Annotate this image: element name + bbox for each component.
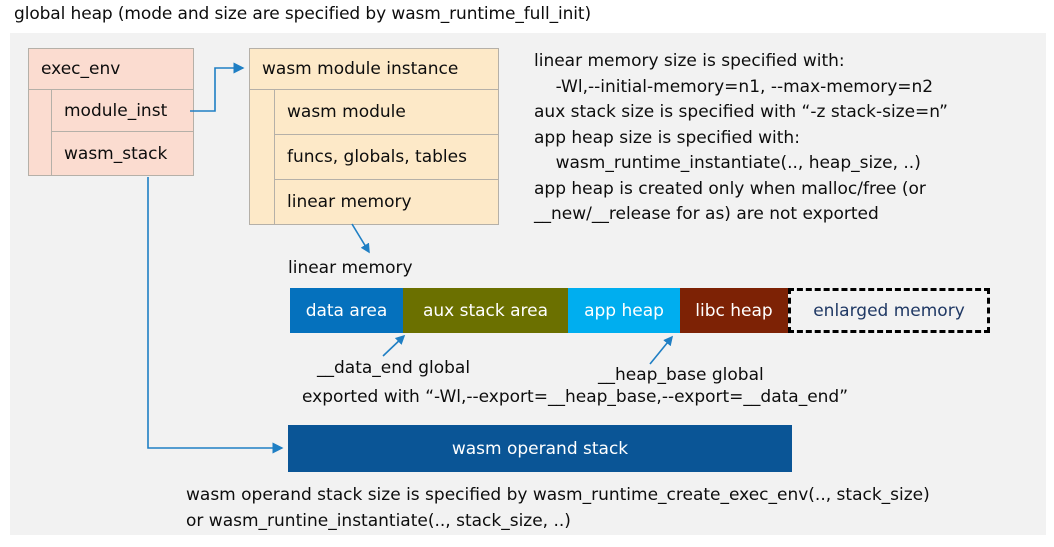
memory-segment-libc-heap: libc heap xyxy=(680,288,788,333)
linear-memory-field-label: linear memory xyxy=(287,192,412,212)
memory-spec-note: linear memory size is specified with: -W… xyxy=(534,51,948,224)
wasm-module-label: wasm module xyxy=(287,102,406,122)
wasm-stack-label: wasm_stack xyxy=(64,143,168,164)
memory-segment-label: app heap xyxy=(584,300,664,321)
exported-annotation: exported with “-Wl,--export=__heap_base,… xyxy=(302,387,849,407)
wasm-module-instance-label: wasm module instance xyxy=(262,59,459,79)
exec-env-indent-column xyxy=(28,90,52,176)
wasm-module-instance-header-box: wasm module instance xyxy=(249,48,499,90)
page-title: global heap (mode and size are specified… xyxy=(14,4,591,24)
funcs-globals-tables-label: funcs, globals, tables xyxy=(287,147,467,167)
exec-env-header-box: exec_env xyxy=(28,48,194,90)
module-field-linear-memory: linear memory xyxy=(275,180,499,225)
linear-memory-caption: linear memory xyxy=(288,258,413,278)
memory-segment-label: enlarged memory xyxy=(813,300,965,321)
memory-segment-label: aux stack area xyxy=(422,300,549,321)
data-end-annotation: __data_end global xyxy=(317,358,471,378)
memory-segment-enlarged-memory: enlarged memory xyxy=(788,288,990,333)
linear-memory-bar: data area aux stack area app heap libc heap… xyxy=(290,288,990,333)
memory-segment-label: data area xyxy=(305,300,388,321)
wasm-module-instance-indent-column xyxy=(249,90,275,225)
exec-env-label: exec_env xyxy=(41,59,121,79)
memory-segment-app-heap: app heap xyxy=(568,288,680,333)
wasm-operand-stack-label: wasm operand stack xyxy=(451,438,629,459)
heap-base-annotation: __heap_base global xyxy=(598,365,764,385)
module-field-wasm-module: wasm module xyxy=(275,90,499,135)
memory-segment-data-area: data area xyxy=(290,288,403,333)
module-field-funcs-globals-tables: funcs, globals, tables xyxy=(275,135,499,180)
operand-stack-size-note: wasm operand stack size is specified by … xyxy=(186,485,930,531)
module-inst-label: module_inst xyxy=(64,100,168,121)
memory-segment-aux-stack-area: aux stack area xyxy=(403,288,568,333)
wasm-operand-stack-box: wasm operand stack xyxy=(288,425,792,472)
exec-env-field-wasm-stack: wasm_stack xyxy=(52,132,194,176)
exec-env-field-module-inst: module_inst xyxy=(52,90,194,132)
memory-segment-label: libc heap xyxy=(695,300,773,321)
